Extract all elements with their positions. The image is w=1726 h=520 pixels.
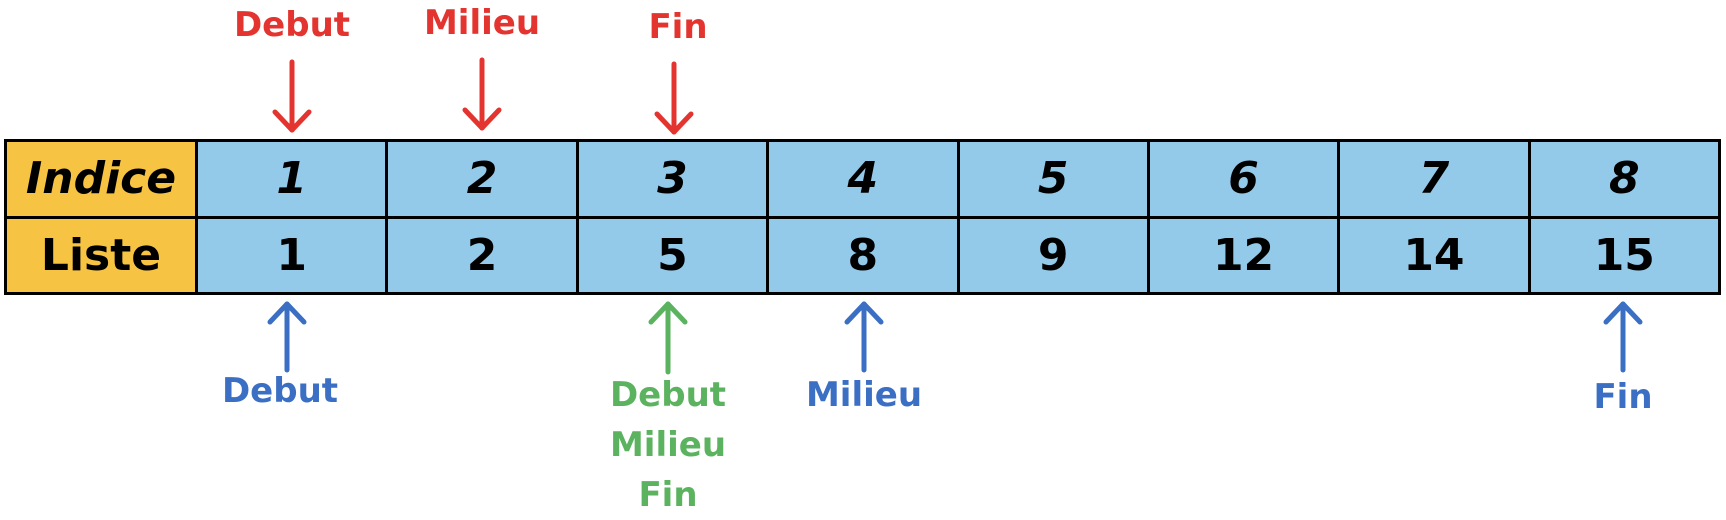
value-cell: 1 — [198, 218, 386, 292]
index-cell: 2 — [388, 142, 576, 216]
value-cell: 12 — [1149, 218, 1338, 292]
top-label-milieu: Milieu — [423, 3, 541, 43]
top-label-fin: Fin — [648, 7, 708, 47]
bottom-label-debut: Debut — [221, 371, 339, 411]
value-cell: 15 — [1530, 218, 1718, 292]
bottom-label-fin: Fin — [1593, 377, 1653, 417]
arrow-bottom-milieu — [844, 301, 884, 373]
index-cell: 1 — [198, 142, 386, 216]
value-cell: 9 — [959, 218, 1147, 292]
arrow-top-fin — [654, 61, 694, 135]
bottom-label-green-fin: Fin — [638, 475, 698, 515]
arrow-bottom-fin — [1603, 301, 1643, 373]
value-cell: 5 — [578, 218, 767, 292]
value-cell: 14 — [1340, 218, 1528, 292]
array-table: Indice 1 2 3 4 5 6 7 8 Liste 1 2 5 8 9 1… — [4, 139, 1721, 295]
value-cell: 2 — [388, 218, 576, 292]
bottom-label-green-milieu: Milieu — [609, 425, 727, 465]
bottom-label-milieu: Milieu — [805, 375, 923, 415]
index-cell: 7 — [1340, 142, 1528, 216]
index-cell: 6 — [1149, 142, 1338, 216]
top-label-debut: Debut — [233, 5, 351, 45]
value-cell: 8 — [769, 218, 957, 292]
arrow-top-milieu — [462, 57, 502, 131]
index-cell: 3 — [578, 142, 767, 216]
index-cell: 5 — [959, 142, 1147, 216]
arrow-top-debut — [272, 59, 312, 133]
index-cell: 4 — [769, 142, 957, 216]
row-header-list: Liste — [7, 218, 195, 292]
index-cell: 8 — [1530, 142, 1718, 216]
arrow-bottom-green — [648, 301, 688, 375]
arrow-bottom-debut — [267, 301, 307, 373]
bottom-label-green-debut: Debut — [609, 375, 727, 415]
row-header-index: Indice — [7, 142, 195, 216]
